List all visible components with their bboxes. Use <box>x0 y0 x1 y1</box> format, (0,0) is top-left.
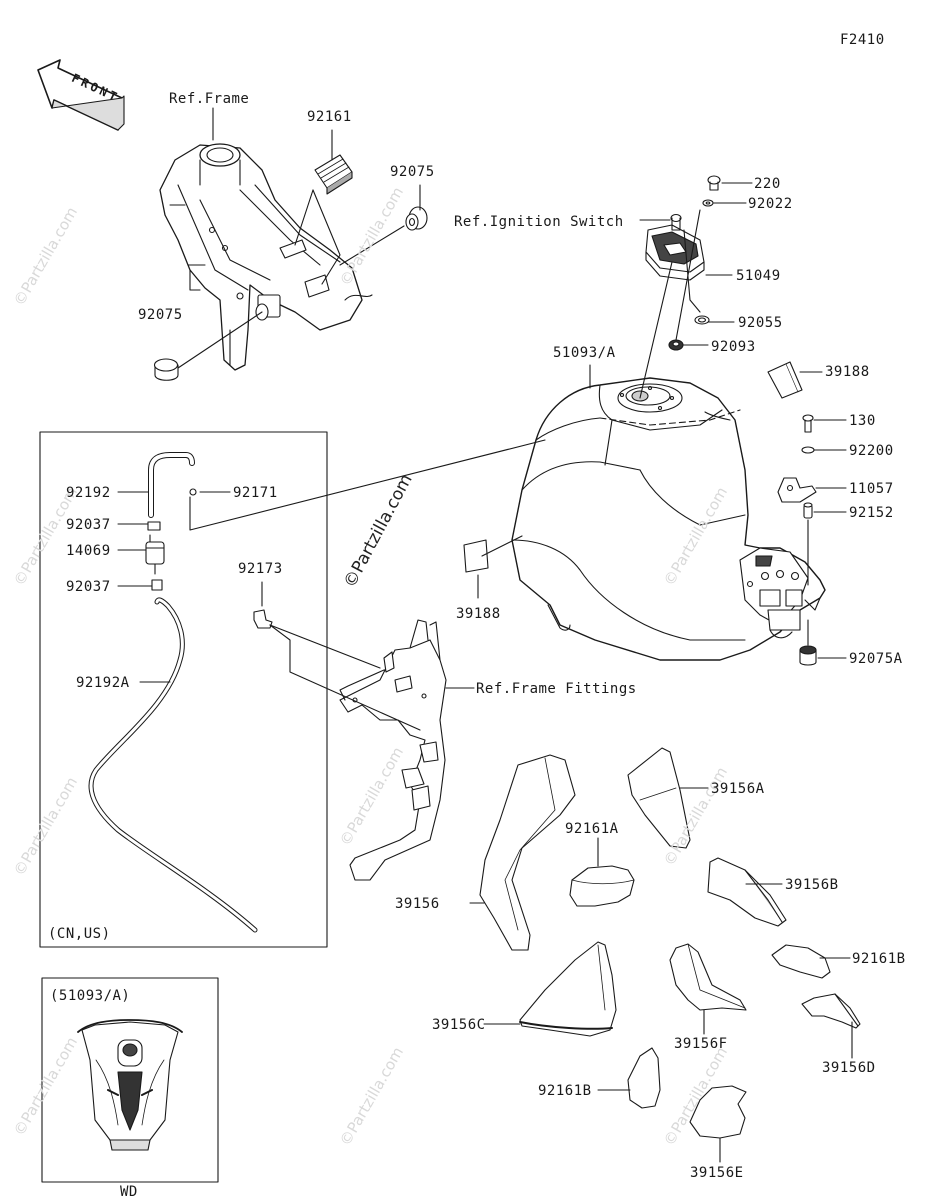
frame-fittings-drawing <box>340 620 474 880</box>
collar-92075-top <box>406 207 427 230</box>
tank-variant-51093A-drawing <box>78 1020 182 1150</box>
variant-box <box>42 978 218 1182</box>
bolt-130 <box>803 415 813 432</box>
part-label-92022: 92022 <box>748 196 793 212</box>
part-label-39156c: 39156C <box>432 1017 486 1033</box>
washer-92200 <box>802 447 814 453</box>
pad-92161A <box>570 866 634 906</box>
grommet-92075A <box>800 646 816 665</box>
part-label-92173: 92173 <box>238 561 283 577</box>
part-label-92037-b: 92037 <box>66 579 111 595</box>
part-label-92037-a: 92037 <box>66 517 111 533</box>
variant-box-caption: WD <box>120 1184 138 1200</box>
part-label-39156f: 39156F <box>674 1036 728 1052</box>
part-label-92200: 92200 <box>849 443 894 459</box>
part-label-92171: 92171 <box>233 485 278 501</box>
ref-frame-fittings-label: Ref.Frame Fittings <box>476 681 637 697</box>
clip-92173 <box>254 610 272 628</box>
washer-92022 <box>703 200 713 206</box>
fuel-filter-14069 <box>146 535 164 574</box>
part-label-92152: 92152 <box>849 505 894 521</box>
part-label-14069: 14069 <box>66 543 111 559</box>
screw-220 <box>708 176 720 190</box>
gasket-92093 <box>669 340 683 350</box>
part-label-39188-top: 39188 <box>825 364 870 380</box>
decal-39188-top <box>768 362 802 398</box>
filler-cap-51049 <box>646 225 704 280</box>
part-label-92161b-bottom: 92161B <box>538 1083 592 1099</box>
frame-drawing <box>160 144 372 370</box>
front-arrow-icon <box>38 60 124 130</box>
hose-box-note: (CN,US) <box>48 926 111 942</box>
part-label-39156: 39156 <box>395 896 440 912</box>
part-label-92192: 92192 <box>66 485 111 501</box>
diagram-code: F2410 <box>840 32 885 48</box>
part-label-39156d: 39156D <box>822 1060 876 1076</box>
decal-39188-left <box>464 540 488 572</box>
grommet-92075-left <box>155 359 179 380</box>
part-label-92075-top: 92075 <box>390 164 435 180</box>
part-label-130: 130 <box>849 413 876 429</box>
part-label-92055: 92055 <box>738 315 783 331</box>
cover-39156 <box>480 755 575 950</box>
variant-box-title: (51093/A) <box>50 988 131 1004</box>
hose-kit-box <box>40 432 327 947</box>
cover-39156F <box>670 944 746 1010</box>
part-label-92075a: 92075A <box>849 651 903 667</box>
ref-ignition-switch-label: Ref.Ignition Switch <box>454 214 624 230</box>
part-label-39156a: 39156A <box>711 781 765 797</box>
pad-92161B-right <box>772 945 830 978</box>
part-label-51093a: 51093/A <box>553 345 616 361</box>
cover-39156E <box>690 1086 746 1138</box>
part-label-92075-left: 92075 <box>138 307 183 323</box>
part-label-51049: 51049 <box>736 268 781 284</box>
part-label-220: 220 <box>754 176 781 192</box>
cover-39156D <box>802 994 860 1028</box>
part-label-92192a: 92192A <box>76 675 130 691</box>
part-label-11057: 11057 <box>849 481 894 497</box>
pad-92161B-bottom <box>628 1048 660 1108</box>
washer-92055 <box>695 316 709 324</box>
cover-39156C <box>520 942 616 1036</box>
cover-39156B <box>708 858 786 926</box>
part-label-92161b-right: 92161B <box>852 951 906 967</box>
part-label-39156b: 39156B <box>785 877 839 893</box>
rubber-pad-92161 <box>315 155 352 194</box>
cover-39156A <box>628 748 690 848</box>
part-label-92161a: 92161A <box>565 821 619 837</box>
part-label-39188-left: 39188 <box>456 606 501 622</box>
collar-92152 <box>804 503 812 518</box>
ref-frame-label: Ref.Frame <box>169 91 250 107</box>
bracket-11057 <box>778 478 816 502</box>
fuel-tank-drawing <box>512 378 825 660</box>
ignition-screw <box>671 215 681 231</box>
part-label-92161: 92161 <box>307 109 352 125</box>
part-label-39156e: 39156E <box>690 1165 744 1181</box>
part-label-92093: 92093 <box>711 339 756 355</box>
